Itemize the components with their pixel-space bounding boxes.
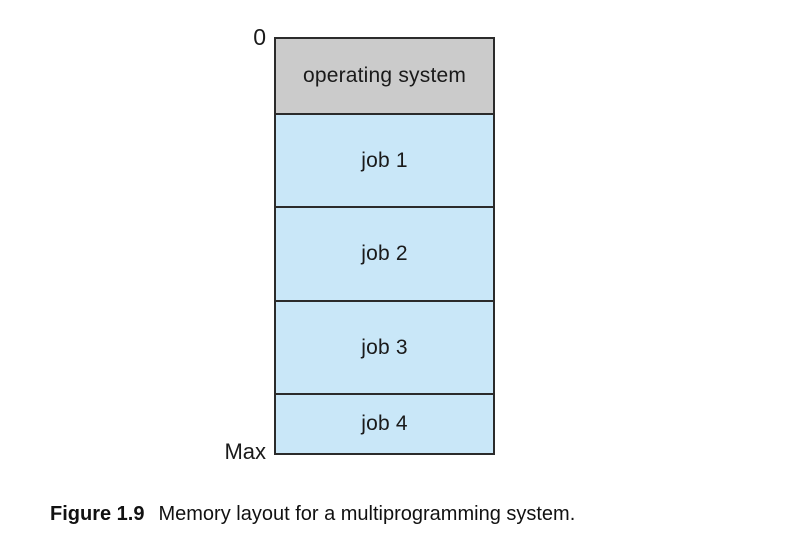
memory-segment-os: operating system	[276, 39, 493, 115]
memory-max-label: Max	[224, 439, 266, 464]
memory-segment-job1: job 1	[276, 115, 493, 208]
caption-text: Memory layout for a multiprogramming sys…	[158, 503, 576, 525]
segment-label-job2: job 2	[361, 242, 408, 265]
memory-segment-job3: job 3	[276, 302, 493, 395]
segment-label-os: operating system	[302, 64, 467, 87]
figure-caption: Figure 1.9 Memory layout for a multiprogr…	[50, 503, 575, 526]
segment-label-job3: job 3	[361, 335, 408, 359]
figure-number: Figure 1.9	[50, 503, 145, 525]
memory-segment-job4: job 4	[276, 395, 493, 453]
memory-segment-job2: job 2	[276, 208, 493, 302]
segment-label-job1: job 1	[361, 148, 408, 172]
memory-start-label: 0	[253, 24, 266, 50]
segment-label-job4: job 4	[361, 412, 408, 435]
memory-diagram: operating system job 1 job 2 job 3 job 4	[274, 37, 495, 455]
